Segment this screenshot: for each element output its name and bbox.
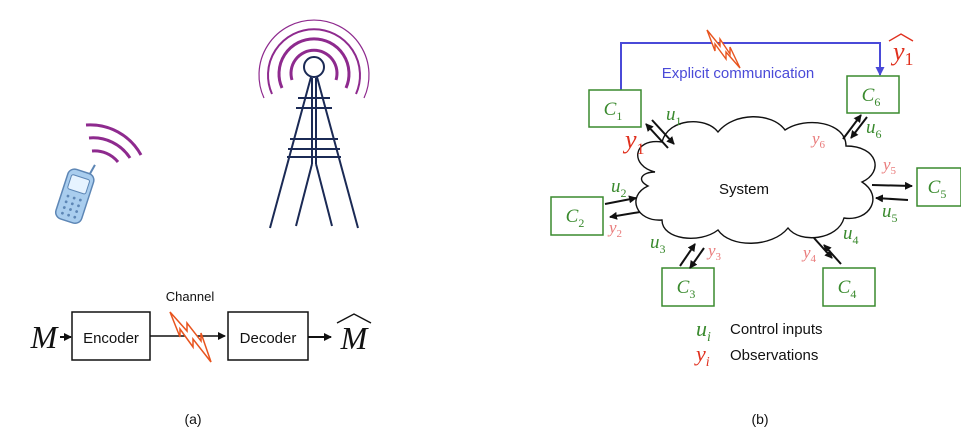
y2-label: y2 <box>607 218 622 240</box>
u4-label: u4 <box>843 223 859 247</box>
arrow-u5 <box>875 194 909 203</box>
yhat-symbol: y1 <box>890 37 914 69</box>
estimate-hat <box>336 313 372 324</box>
arrow-y2 <box>609 211 641 220</box>
y6-label: y6 <box>810 129 826 151</box>
controller-c5-label: C5 <box>928 177 947 201</box>
panel-a: M Encoder Channel Decoder M (a) <box>30 19 372 427</box>
u5-label: u5 <box>882 201 898 225</box>
yhat-hat <box>888 33 914 42</box>
u2-label: u2 <box>611 176 627 200</box>
controller-c1-box <box>588 89 642 128</box>
channel-label: Channel <box>166 289 215 304</box>
legend-u-text: Control inputs <box>730 321 823 338</box>
arrow-u3 <box>679 243 696 267</box>
estimated-message-symbol: M <box>340 320 370 356</box>
y4-label: y4 <box>801 243 817 265</box>
arrow-y3 <box>689 247 705 269</box>
y1-label: y1 <box>622 125 645 158</box>
controller-c4-box <box>822 267 876 307</box>
controller-c2-label: C2 <box>566 206 585 230</box>
controller-c6-box <box>846 75 900 114</box>
arrow-y4 <box>813 237 833 259</box>
mobile-phone-icon <box>54 164 96 225</box>
arrow-u4 <box>823 244 842 265</box>
lightning-channel-icon <box>169 311 212 363</box>
arrow-y5 <box>871 181 913 190</box>
caption-a: (a) <box>184 411 201 427</box>
arrow-u6 <box>850 116 868 139</box>
panel-b: Explicit communication y1 System C1 C2 C… <box>550 29 961 427</box>
caption-b: (b) <box>751 411 768 427</box>
encoder-block <box>71 311 151 361</box>
y3-label: y3 <box>706 241 722 263</box>
radio-tower-icon <box>269 56 359 229</box>
controller-c6-label: C6 <box>862 85 881 109</box>
controller-c3-label: C3 <box>677 277 696 301</box>
system-label: System <box>719 181 769 198</box>
y5-label: y5 <box>881 155 897 177</box>
source-message-symbol: M <box>30 319 60 355</box>
u3-label: u3 <box>650 232 666 256</box>
tower-signal-icon <box>258 19 370 99</box>
controller-c2-box <box>550 196 604 236</box>
decoder-label: Decoder <box>240 330 297 347</box>
arrow-y6 <box>842 114 862 140</box>
phone-signal-icon <box>85 123 143 164</box>
explicit-communication-label: Explicit communication <box>662 65 815 82</box>
legend-y-symbol: yi <box>694 341 710 370</box>
u1-label: u1 <box>666 104 682 128</box>
arrow-y1 <box>645 123 669 149</box>
encoder-label: Encoder <box>83 330 139 347</box>
controller-c1-label: C1 <box>604 99 623 123</box>
controller-c5-box <box>916 167 961 207</box>
arrow-u1 <box>651 119 675 145</box>
lightning-explicit-icon <box>706 29 741 69</box>
u6-label: u6 <box>866 117 882 141</box>
controller-c3-box <box>661 267 715 307</box>
legend-u-symbol: ui <box>696 316 711 345</box>
arrow-u2 <box>604 195 637 205</box>
controller-c4-label: C4 <box>838 277 857 301</box>
explicit-communication-link <box>620 42 885 90</box>
legend-y-text: Observations <box>730 347 818 364</box>
system-cloud <box>635 116 876 244</box>
